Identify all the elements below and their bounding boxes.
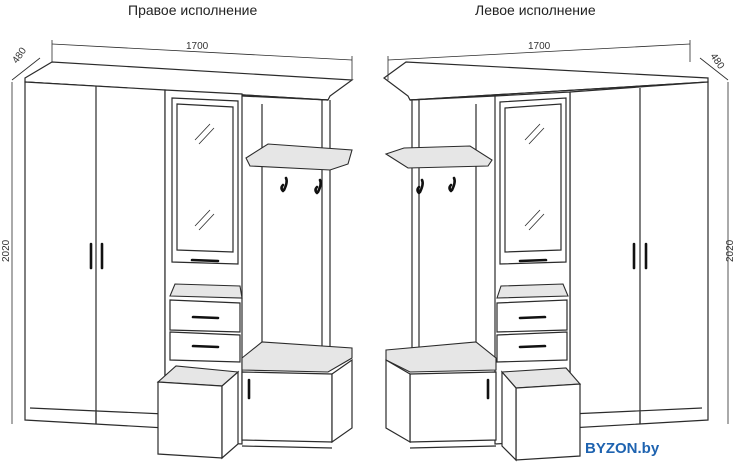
dimension-height: 2020: [1, 239, 12, 262]
pouf: [515, 383, 581, 461]
drawing-left-version: 1700 480 2020: [382, 40, 736, 462]
watermark-brand: BYZON: [585, 440, 638, 457]
pouf: [157, 381, 223, 459]
wardrobe-body: [569, 81, 709, 429]
coat-hook-icon: [314, 178, 322, 195]
caption-left-version: Левое исполнение: [475, 2, 596, 18]
bench-seat: [385, 341, 497, 373]
watermark-tld: .by: [637, 440, 660, 457]
dimension-width: 1700: [528, 41, 551, 52]
dimension-width: 1700: [186, 41, 209, 52]
dimension-depth: 480: [10, 45, 29, 65]
mirror-glass: [176, 103, 234, 253]
drawer-handle: [518, 315, 547, 320]
wardrobe-body: [24, 81, 166, 429]
watermark-logo: BYZON.by: [585, 440, 659, 457]
drawing-right-version: 1700 480 2020: [1, 40, 354, 460]
open-shelf: [496, 283, 569, 299]
drawer-top: [496, 299, 568, 333]
mirror-glass: [504, 103, 562, 253]
open-shelf: [169, 283, 243, 299]
dimension-height: 2020: [725, 239, 736, 262]
dimension-lines: [11, 40, 353, 424]
hat-shelf: [384, 145, 493, 169]
coat-hook-icon: [448, 176, 456, 193]
drawer-handle: [191, 315, 220, 320]
lower-cabinet: [409, 371, 497, 443]
mirror-handle: [518, 258, 548, 263]
lower-cabinet: [241, 371, 333, 443]
dimension-lines: [387, 40, 729, 424]
mirror-handle: [190, 258, 220, 263]
drawer-top: [169, 299, 241, 333]
drawer-handle: [518, 344, 547, 349]
hat-shelf: [245, 143, 353, 171]
bench-seat: [241, 341, 353, 373]
dimension-depth: 480: [708, 51, 727, 71]
drawer-handle: [191, 344, 220, 349]
coat-hook-icon: [280, 176, 288, 193]
caption-right-version: Правое исполнение: [128, 2, 258, 18]
coat-hook-icon: [416, 178, 424, 195]
